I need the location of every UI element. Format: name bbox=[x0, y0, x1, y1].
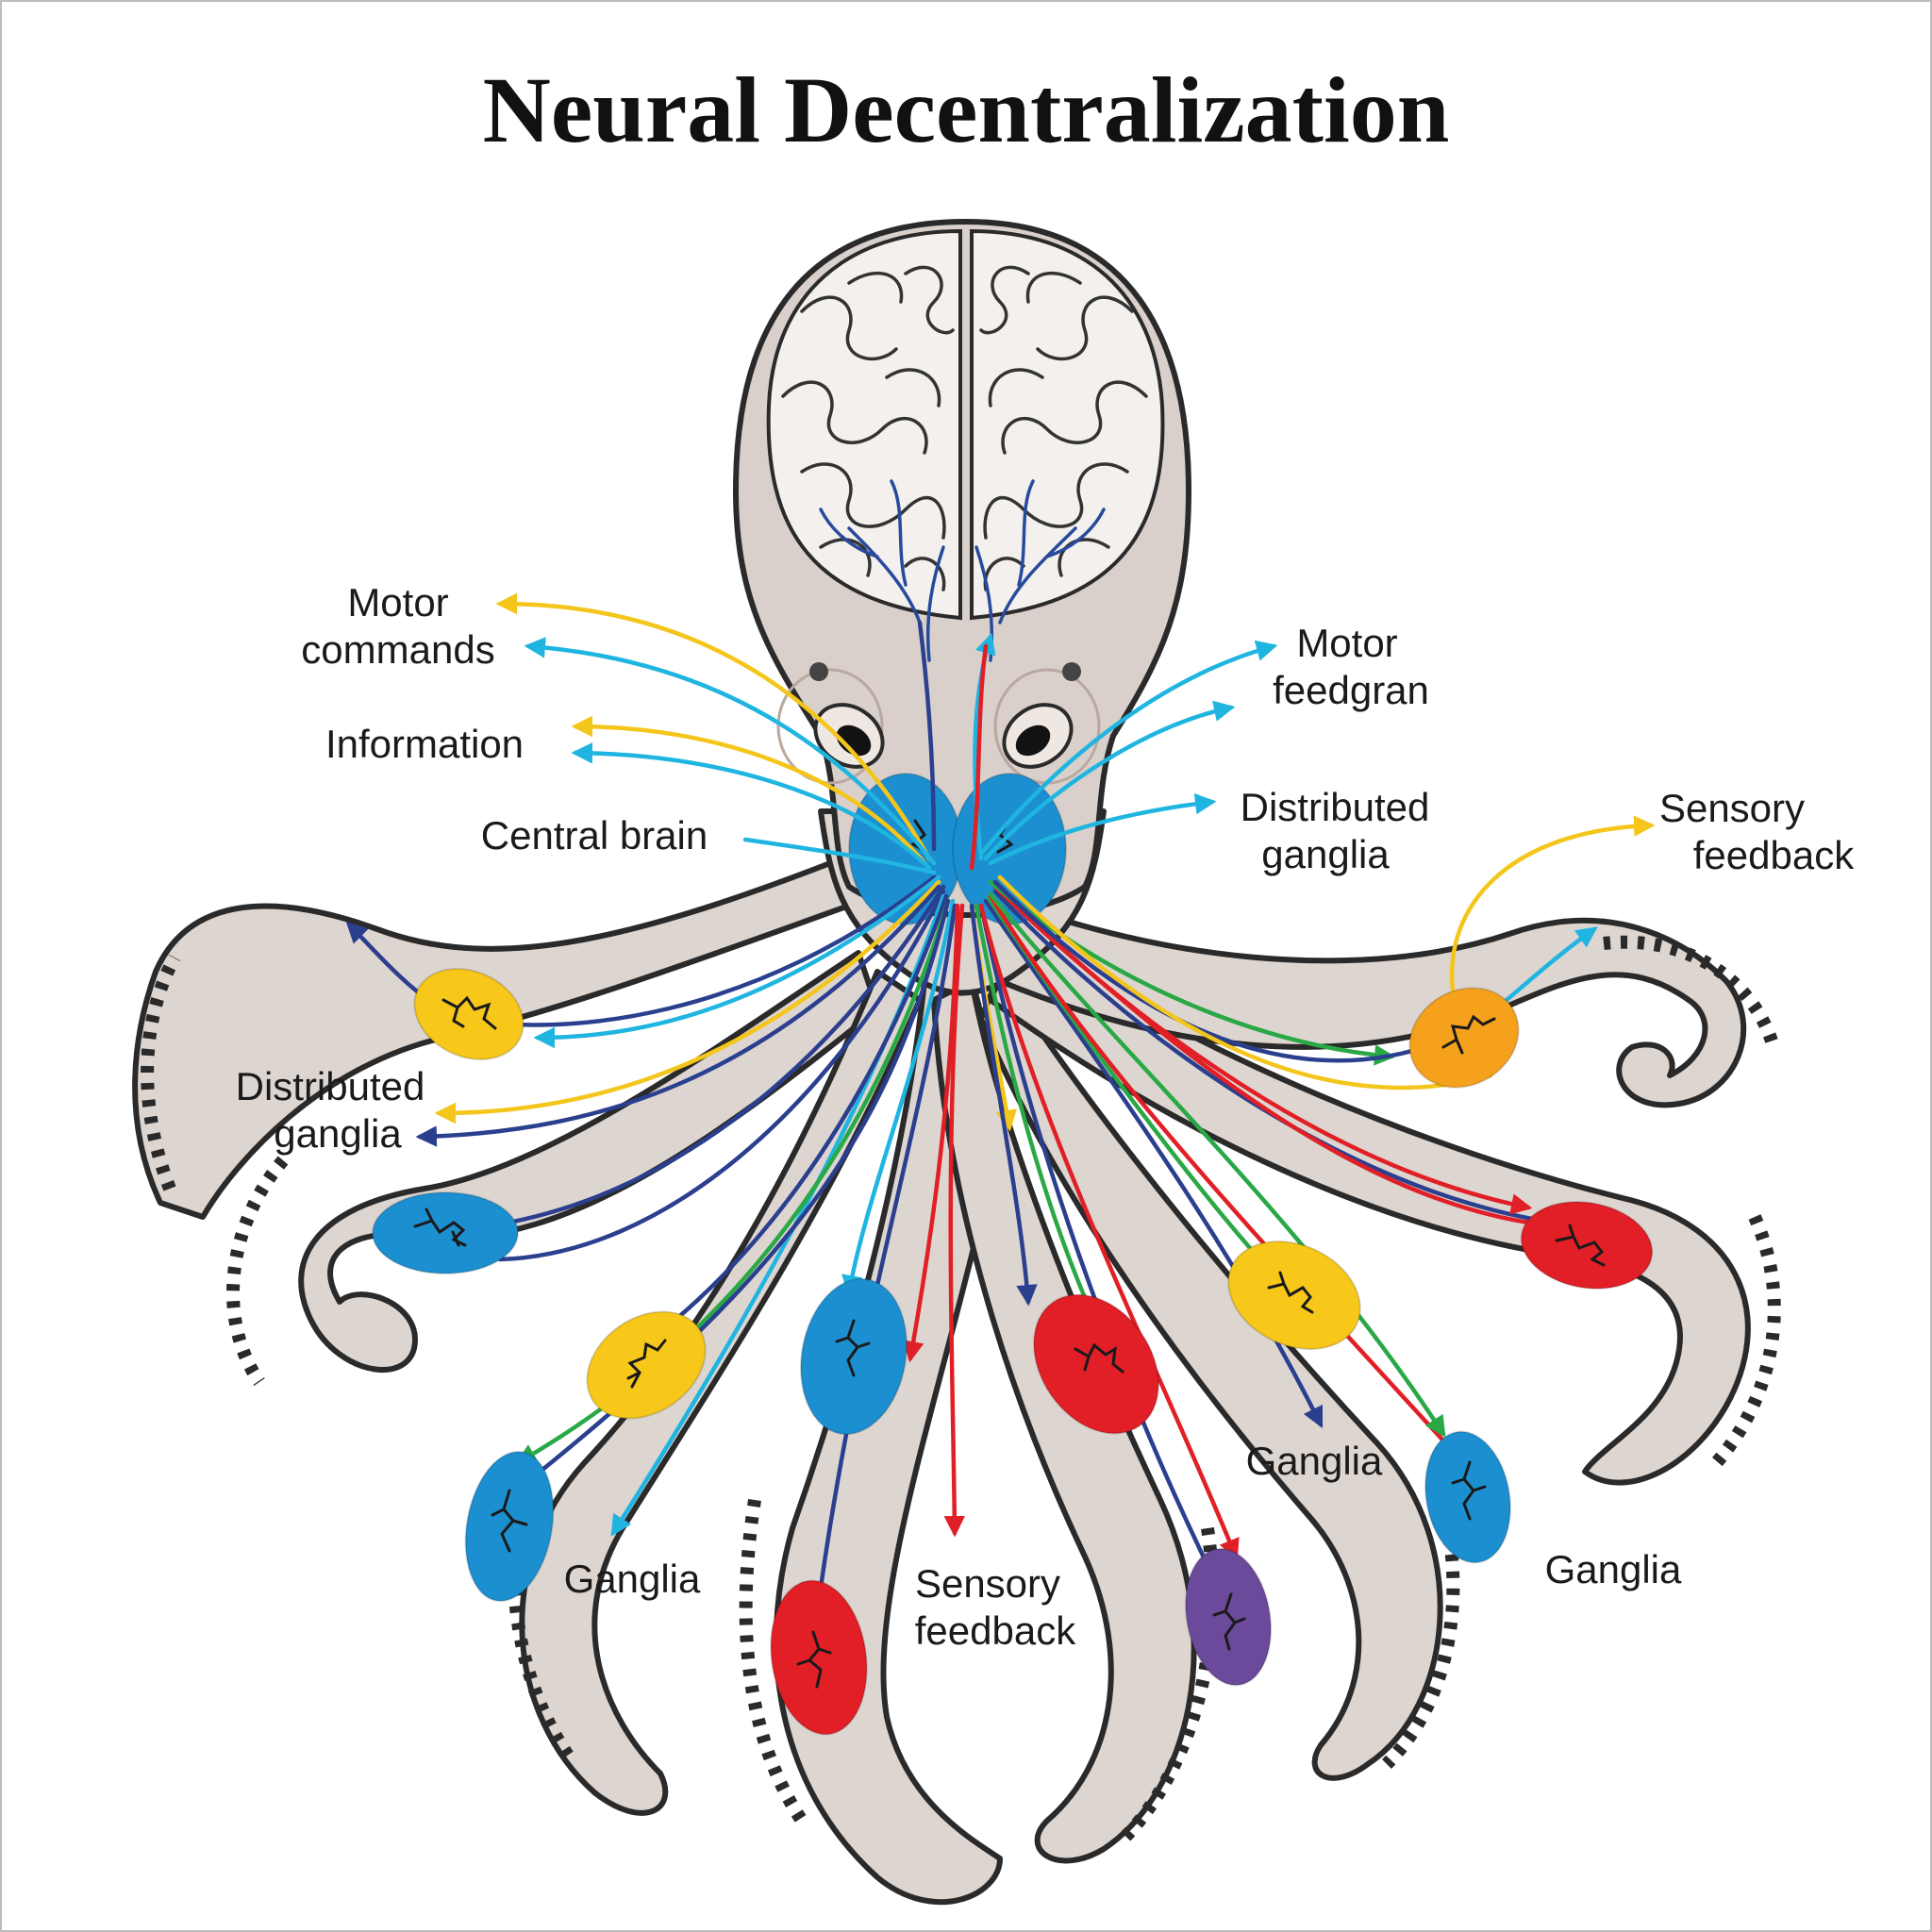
label-motor-commands-line1: Motor bbox=[347, 580, 448, 625]
nerve-brain-red bbox=[969, 643, 989, 871]
label-distributed-ganglia-left-line1: Distributed bbox=[236, 1064, 425, 1108]
diagram-title: Neural Decentralization bbox=[483, 58, 1450, 162]
nerve-blc-cyan bbox=[841, 898, 956, 1297]
arm-ganglia bbox=[372, 967, 1654, 1736]
ganglion-upper-right-orange bbox=[1408, 987, 1520, 1089]
nerve-ul-arm-navy bbox=[345, 874, 937, 1027]
label-distributed-ganglia-right-line1: Distributed bbox=[1241, 785, 1430, 829]
label-information: Information bbox=[325, 722, 524, 766]
ganglion-lower-left-yellow bbox=[586, 1310, 707, 1420]
label-distributed-ganglia-right-line2: ganglia bbox=[1261, 832, 1390, 876]
arm-mid-right bbox=[988, 931, 1781, 1486]
nerve-brc-red bbox=[978, 903, 1240, 1561]
nerve-information-yellow bbox=[571, 715, 927, 866]
ganglion-bottom-right-purple bbox=[1184, 1547, 1273, 1687]
nerve-ul-arm-cyan bbox=[533, 874, 941, 1049]
nerve-brain-left-descending bbox=[917, 620, 937, 852]
octopus-head bbox=[732, 218, 1192, 918]
nerve-information-cyan bbox=[571, 741, 932, 871]
label-sensory-feedback-right-line1: Sensory bbox=[1659, 786, 1805, 830]
nerve-sensory-feedback-bottom bbox=[943, 903, 966, 1538]
ganglion-bottom-left-red bbox=[770, 1579, 868, 1736]
ganglion-far-left-blue bbox=[464, 1450, 555, 1603]
nerve-ml-arm-2 bbox=[497, 889, 946, 1262]
label-distributed-ganglia-left-line2: ganglia bbox=[274, 1111, 402, 1156]
nerve-blc-red bbox=[903, 903, 960, 1363]
nerve-sensory-feedback-right bbox=[1449, 815, 1656, 993]
ganglion-right-blue bbox=[1424, 1430, 1512, 1564]
nerve-brc-navy bbox=[969, 903, 1038, 1307]
label-ganglia-right: Ganglia bbox=[1545, 1547, 1682, 1591]
nerve-distributed-left-navy bbox=[415, 884, 941, 1147]
nerve-lr-green-2 bbox=[988, 891, 1446, 1438]
label-motor-feedgran-line1: Motor bbox=[1296, 621, 1397, 665]
ganglion-upper-left-yellow bbox=[413, 967, 525, 1061]
nerve-blc-navy bbox=[808, 903, 958, 1663]
central-brain-illustration bbox=[766, 228, 1165, 662]
nerve-central-brain-cyan bbox=[742, 837, 937, 875]
nerve-motor-commands-yellow bbox=[495, 592, 932, 861]
right-eye bbox=[993, 662, 1101, 785]
nerve-ur-yellow bbox=[997, 874, 1493, 1091]
ganglion-mid-right-red bbox=[1520, 1201, 1654, 1290]
nerve-motor-commands-cyan bbox=[524, 637, 937, 866]
nerve-mr-red-2 bbox=[997, 889, 1561, 1236]
label-sensory-feedback-right-line2: feedback bbox=[1693, 833, 1855, 877]
nerve-motor-feedgran-1 bbox=[978, 640, 1278, 857]
nerve-lr-red bbox=[988, 893, 1475, 1475]
label-ganglia-left: Ganglia bbox=[564, 1557, 701, 1601]
label-ganglia-mid-right: Ganglia bbox=[1246, 1439, 1383, 1483]
label-sensory-feedback-bottom-line1: Sensory bbox=[915, 1561, 1060, 1606]
nerve-distributed-right bbox=[988, 792, 1217, 866]
left-eye bbox=[776, 662, 885, 785]
ganglion-right-center-yellow bbox=[1227, 1240, 1361, 1351]
label-central-brain: Central brain bbox=[481, 813, 708, 858]
label-motor-feedgran-line2: feedgran bbox=[1273, 668, 1429, 712]
nerve-ml-arm-1 bbox=[441, 884, 946, 1234]
ganglion-mid-left-blue bbox=[372, 1191, 519, 1274]
nerve-distributed-left-yellow bbox=[434, 879, 941, 1124]
nerve-motor-feedgran-2 bbox=[983, 700, 1236, 861]
labels: Motor commands Information Central brain… bbox=[236, 580, 1856, 1653]
nerve-ur-green bbox=[988, 879, 1396, 1066]
ganglion-center-red bbox=[1032, 1293, 1160, 1435]
nerve-ll-arm-navy bbox=[648, 893, 949, 1342]
ganglion-bottom-left-center-blue bbox=[799, 1277, 908, 1436]
label-motor-commands-line2: commands bbox=[301, 627, 494, 672]
nerve-brc-navy-2 bbox=[978, 903, 1229, 1607]
label-sensory-feedback-bottom-line2: feedback bbox=[915, 1608, 1076, 1653]
nerve-ur-navy bbox=[992, 879, 1474, 1063]
